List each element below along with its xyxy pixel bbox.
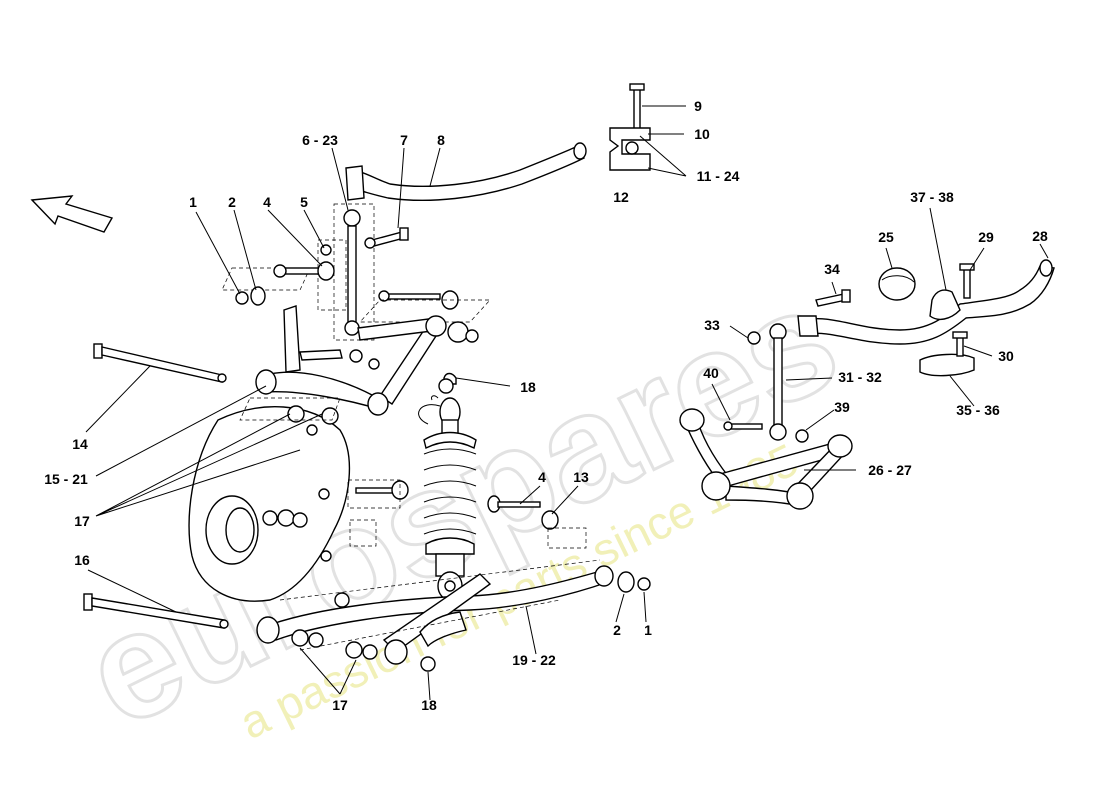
link-31-32 [769, 323, 787, 441]
upper-right-bushings [359, 290, 491, 343]
bolt-40 [723, 421, 763, 431]
callout-10: 10 [694, 126, 710, 142]
callout-35-36: 35 - 36 [956, 402, 1000, 418]
anti-roll-bar [345, 142, 587, 202]
direction-arrow-icon [30, 195, 114, 233]
callout-9: 9 [694, 98, 702, 114]
callout-28: 28 [1032, 228, 1048, 244]
callout-37-38: 37 - 38 [910, 189, 954, 205]
callout-18-lower: 18 [421, 697, 437, 713]
callout-6-23: 6 - 23 [302, 132, 338, 148]
callout-40: 40 [703, 365, 719, 381]
callout-29: 29 [978, 229, 994, 245]
callout-17-upper: 17 [74, 513, 90, 529]
leader-lines [85, 105, 1049, 701]
callout-19-22: 19 - 22 [512, 652, 556, 668]
upper-arm-26-27 [679, 408, 853, 510]
bolt-34 [815, 289, 851, 307]
callout-5: 5 [300, 194, 308, 210]
nut-39 [795, 429, 809, 443]
clamp-assembly [609, 83, 651, 171]
callout-31-32: 31 - 32 [838, 369, 882, 385]
callout-30: 30 [998, 348, 1014, 364]
callout-14: 14 [72, 436, 88, 452]
callout-4: 4 [263, 194, 271, 210]
callout-16: 16 [74, 552, 90, 568]
right-anti-roll-bar [797, 259, 1055, 345]
callout-11-24: 11 - 24 [697, 168, 740, 184]
callout-1-lower: 1 [644, 622, 652, 638]
callout-4-lower: 4 [538, 469, 546, 485]
callout-13: 13 [573, 469, 589, 485]
callout-26-27: 26 - 27 [868, 462, 912, 478]
bolt-7 [364, 227, 409, 249]
callout-39: 39 [834, 399, 850, 415]
bolt-4-lower [347, 479, 587, 549]
callout-25: 25 [878, 229, 894, 245]
callout-8: 8 [437, 132, 445, 148]
callout-2: 2 [228, 194, 236, 210]
callout-17-lower: 17 [332, 697, 348, 713]
bolt-14 [93, 343, 227, 383]
callout-34: 34 [824, 261, 840, 277]
bolt-16 [83, 593, 229, 629]
callout-15-21: 15 - 21 [44, 471, 88, 487]
hub-carrier [188, 397, 351, 608]
upper-bushings [221, 239, 347, 311]
lower-wishbone [256, 378, 651, 672]
bushing-25 [878, 267, 916, 301]
callout-7: 7 [400, 132, 408, 148]
callout-2-lower: 2 [613, 622, 621, 638]
callout-18-upper: 18 [520, 379, 536, 395]
callout-12: 12 [613, 189, 629, 205]
bracket-35-36 [919, 331, 975, 377]
callout-1: 1 [189, 194, 197, 210]
callout-33: 33 [704, 317, 720, 333]
upper-wishbone [255, 305, 447, 416]
callout-labels: 1 2 4 5 6 - 23 7 8 9 10 11 - 24 12 14 15… [44, 98, 1048, 713]
nut-33 [747, 331, 761, 345]
bolt-29 [959, 263, 975, 299]
drop-link [333, 203, 375, 341]
shock-absorber [418, 372, 477, 601]
